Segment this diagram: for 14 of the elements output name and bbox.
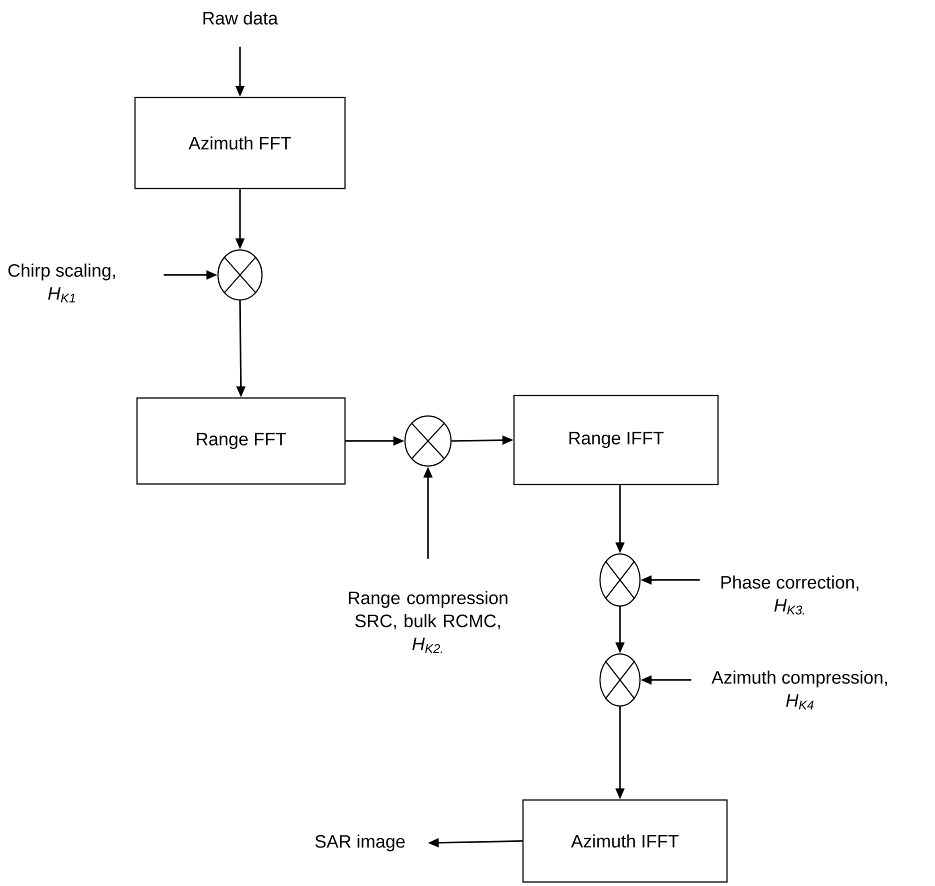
process-box: Range IFFT [513,394,719,486]
multiplier-symbol [599,553,641,607]
multiplier-symbol [217,249,263,301]
multiplier-symbol [404,415,452,467]
input-label: SAR image [315,834,405,852]
input-label: Azimuth compression, H$_{K4}$ [712,670,887,710]
process-box: Azimuth FFT [134,96,346,190]
process-box: Range FFT [136,397,346,485]
input-label: Chirp scaling, H$_{K1}$ [8,264,115,302]
multiplier-symbol [599,653,641,707]
process-box: Azimuth IFFT [522,799,728,883]
input-label: Phase correction, H$_{K3.}$ [721,575,858,614]
input-label: Raw data [203,11,278,25]
input-label: Range compression SRC, bulk RCMC, H$_{K2.}$ [348,591,508,653]
